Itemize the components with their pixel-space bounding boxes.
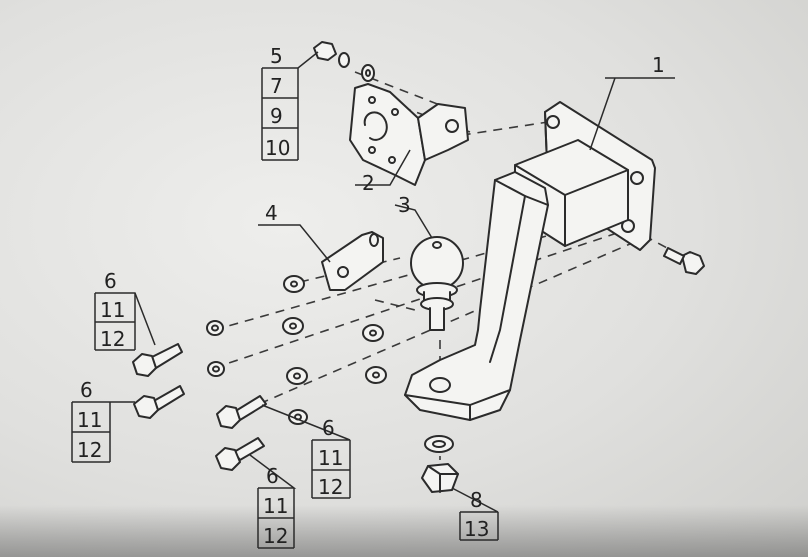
socket-bracket <box>349 83 469 186</box>
callout-3: 3 <box>398 193 411 217</box>
washers <box>206 275 387 425</box>
bolt-lower-right <box>216 395 267 429</box>
callout-13: 13 <box>464 517 489 541</box>
callout-4: 4 <box>265 201 278 225</box>
bolts <box>132 343 267 471</box>
callout-12a: 12 <box>100 327 125 351</box>
right-bolt <box>663 247 705 275</box>
bolt-upper <box>132 343 183 377</box>
callout-6b: 6 <box>80 378 93 402</box>
callout-12d: 12 <box>263 524 288 548</box>
small-bracket <box>321 231 384 291</box>
bolt-bottom <box>215 437 265 471</box>
callouts: 1 2 3 4 5 7 9 10 6 11 12 6 11 12 6 11 12… <box>77 44 665 548</box>
callout-2: 2 <box>362 171 375 195</box>
callout-11c: 11 <box>318 446 343 470</box>
callout-6d: 6 <box>266 464 279 488</box>
callout-12c: 12 <box>318 475 343 499</box>
callout-8: 8 <box>470 488 483 512</box>
callout-1: 1 <box>652 53 665 77</box>
callout-11a: 11 <box>100 298 125 322</box>
callout-6a: 6 <box>104 269 117 293</box>
callout-10: 10 <box>265 136 290 160</box>
callout-7: 7 <box>270 74 283 98</box>
callout-12b: 12 <box>77 438 102 462</box>
callout-11b: 11 <box>77 408 102 432</box>
top-nut-washers <box>313 41 375 82</box>
photo-shadow <box>0 505 808 557</box>
tow-ball <box>410 236 464 331</box>
callout-5: 5 <box>270 44 283 68</box>
leader-lines <box>71 51 675 549</box>
callout-9: 9 <box>270 104 283 128</box>
bolt-mid <box>133 385 185 419</box>
tow-bar-arm <box>404 171 549 421</box>
callout-11d: 11 <box>263 494 288 518</box>
callout-6c: 6 <box>322 416 335 440</box>
lock-washer-nut <box>421 435 459 493</box>
